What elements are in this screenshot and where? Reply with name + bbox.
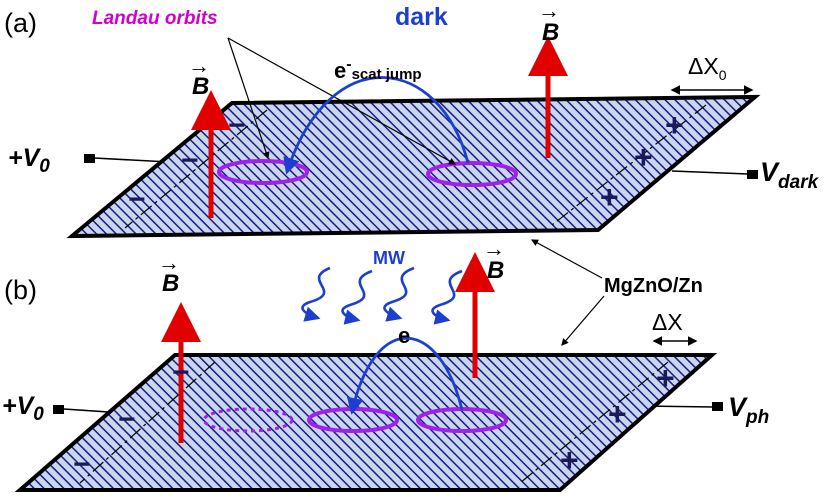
- voltage-left-a: +V0: [8, 144, 50, 177]
- microwave-wave-3: [383, 266, 415, 322]
- b-label-b-right: B: [487, 257, 504, 284]
- b-label-a-right: B: [542, 19, 559, 46]
- delta-x0-label: ΔX0: [688, 53, 727, 83]
- wire-right-a: [671, 170, 749, 175]
- minus-sign-b-2: −: [118, 403, 136, 436]
- edge-line-b-left: [79, 361, 216, 484]
- terminal-right-b: [712, 402, 723, 411]
- minus-sign-a-2: −: [181, 144, 199, 177]
- leader-line-a-1: [227, 37, 270, 160]
- landau-orbit-b-previous: [202, 407, 294, 433]
- plus-sign-a-3: +: [600, 179, 619, 215]
- microwave-wave-1: [301, 266, 331, 322]
- plus-sign-a-1: +: [665, 107, 684, 143]
- panel-b-tag: (b): [4, 275, 37, 305]
- b-label-b-left: B: [162, 270, 179, 297]
- b-label-b-right-arrow: →: [483, 236, 505, 261]
- plus-sign-a-2: +: [634, 139, 653, 175]
- panel-b: (b) MW e → B → B −: [2, 236, 769, 492]
- edge-line-a-left: [124, 109, 268, 229]
- microwave-wave-4: [431, 269, 463, 325]
- minus-sign-a-3: −: [128, 183, 146, 216]
- microwave-waves: [301, 266, 463, 325]
- electron-jump-path-a: [283, 76, 470, 175]
- b-label-a-right-arrow: →: [538, 0, 560, 23]
- delta-x-label: ΔX: [652, 309, 683, 335]
- plus-sign-b-2: +: [608, 396, 627, 432]
- terminal-left-b: [53, 405, 64, 414]
- minus-sign-b-3: −: [73, 448, 91, 481]
- voltage-left-b: +V0: [2, 392, 44, 425]
- voltage-right-a: Vdark: [760, 157, 820, 193]
- electron-jump-path-b: [346, 336, 464, 415]
- voltage-right-b: Vph: [728, 392, 769, 428]
- minus-sign-b-1: −: [172, 356, 190, 389]
- b-label-b-left-arrow: →: [158, 250, 180, 275]
- landau-orbit-a-left: [217, 159, 309, 185]
- b-label-a-left: B: [192, 73, 209, 100]
- electron-label-b: e: [398, 323, 410, 348]
- landau-orbits-label: Landau orbits: [92, 8, 218, 29]
- plate-b: [14, 353, 718, 492]
- material-label: MgZnO/Zn: [604, 275, 703, 297]
- edge-line-a-right: [551, 104, 707, 226]
- terminal-left-a: [84, 154, 95, 163]
- leader-line-a-2: [227, 37, 457, 165]
- material-leader-down: [561, 295, 605, 346]
- edge-line-b-right: [519, 361, 669, 484]
- panel-a-title: dark: [395, 3, 448, 31]
- mw-label: MW: [373, 248, 405, 268]
- electron-label-a: e-scat jump: [334, 56, 422, 83]
- landau-orbit-a-right: [426, 161, 518, 187]
- minus-sign-a-1: −: [228, 109, 246, 142]
- b-label-a-left-arrow: →: [188, 53, 210, 78]
- microwave-wave-2: [341, 269, 373, 325]
- material-leader-up: [530, 239, 603, 279]
- plus-sign-b-1: +: [656, 360, 675, 396]
- terminal-right-a: [747, 170, 758, 179]
- panel-a: (a) dark Landau orbits e-scat jump → B →…: [4, 0, 820, 239]
- plate-a: [66, 94, 761, 239]
- plus-sign-b-3: +: [560, 442, 579, 478]
- panel-a-tag: (a): [4, 8, 37, 38]
